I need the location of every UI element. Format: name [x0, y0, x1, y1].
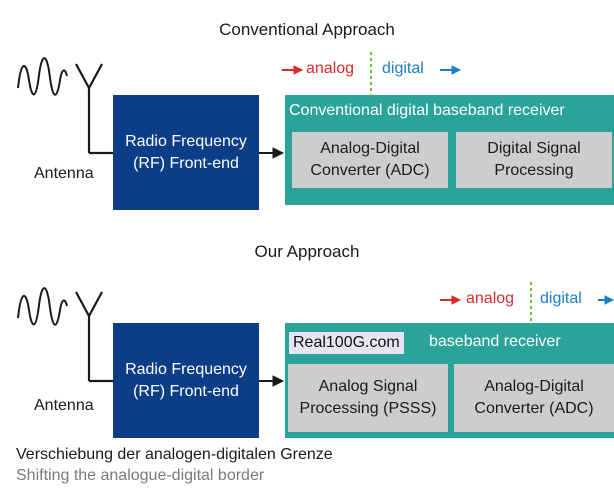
bottom-receiver-title: baseband receiver [429, 333, 561, 350]
bottom-psss-line1: Analog Signal [318, 378, 418, 395]
top-rf-label-line2: (RF) Front-end [133, 154, 239, 172]
top-analog-label: analog [306, 60, 355, 77]
bottom-analog-arrow [440, 295, 462, 305]
top-adc-line1: Analog-Digital [320, 140, 420, 157]
top-analog-arrow [282, 65, 304, 75]
bottom-psss-box: Analog Signal Processing (PSSS) [288, 364, 448, 432]
bottom-analog-label: analog [466, 290, 515, 307]
top-connector-arrow [259, 147, 285, 159]
bottom-baseband-receiver: Real100G.com baseband receiver Analog Si… [285, 323, 614, 438]
bottom-psss-line2: Processing (PSSS) [299, 400, 437, 417]
top-dsp-line2: Processing [494, 162, 574, 179]
top-receiver-title: Conventional digital baseband receiver [289, 102, 565, 119]
top-digital-label: digital [382, 60, 424, 77]
top-baseband-receiver: Conventional digital baseband receiver A… [285, 95, 614, 205]
bottom-adc-line2: Converter (ADC) [474, 400, 594, 417]
top-wave-icon [17, 57, 68, 96]
top-rf-label-line1: Radio Frequency [125, 132, 247, 150]
top-dsp-line1: Digital Signal [487, 140, 581, 157]
our-approach-title: Our Approach [254, 242, 360, 261]
top-antenna-icon [75, 63, 113, 155]
bottom-adc-box: Analog-Digital Converter (ADC) [454, 364, 614, 432]
bottom-rf-front-end-box: Radio Frequency (RF) Front-end [113, 323, 259, 438]
bottom-adc-line1: Analog-Digital [484, 378, 584, 395]
caption-german: Verschiebung der analogen-digitalen Gren… [16, 446, 333, 463]
bottom-connector-arrow [259, 375, 285, 387]
bottom-digital-arrow [598, 295, 614, 305]
top-antenna-label: Antenna [34, 165, 94, 182]
bottom-rf-label-line2: (RF) Front-end [133, 382, 239, 400]
bottom-digital-label: digital [540, 290, 582, 307]
top-adc-line2: Converter (ADC) [310, 162, 430, 179]
conventional-approach-title: Conventional Approach [219, 20, 395, 39]
bottom-wave-icon [17, 287, 68, 326]
top-dsp-box: Digital Signal Processing [456, 132, 612, 188]
top-rf-front-end-box: Radio Frequency (RF) Front-end [113, 95, 259, 210]
real100g-logo: Real100G.com [289, 332, 404, 354]
bottom-rf-label-line1: Radio Frequency [125, 360, 247, 378]
caption-english: Shifting the analogue-digital border [16, 467, 265, 484]
top-digital-arrow [440, 65, 462, 75]
bottom-antenna-icon [75, 291, 113, 383]
bottom-antenna-label: Antenna [34, 397, 94, 414]
top-adc-box: Analog-Digital Converter (ADC) [292, 132, 448, 188]
